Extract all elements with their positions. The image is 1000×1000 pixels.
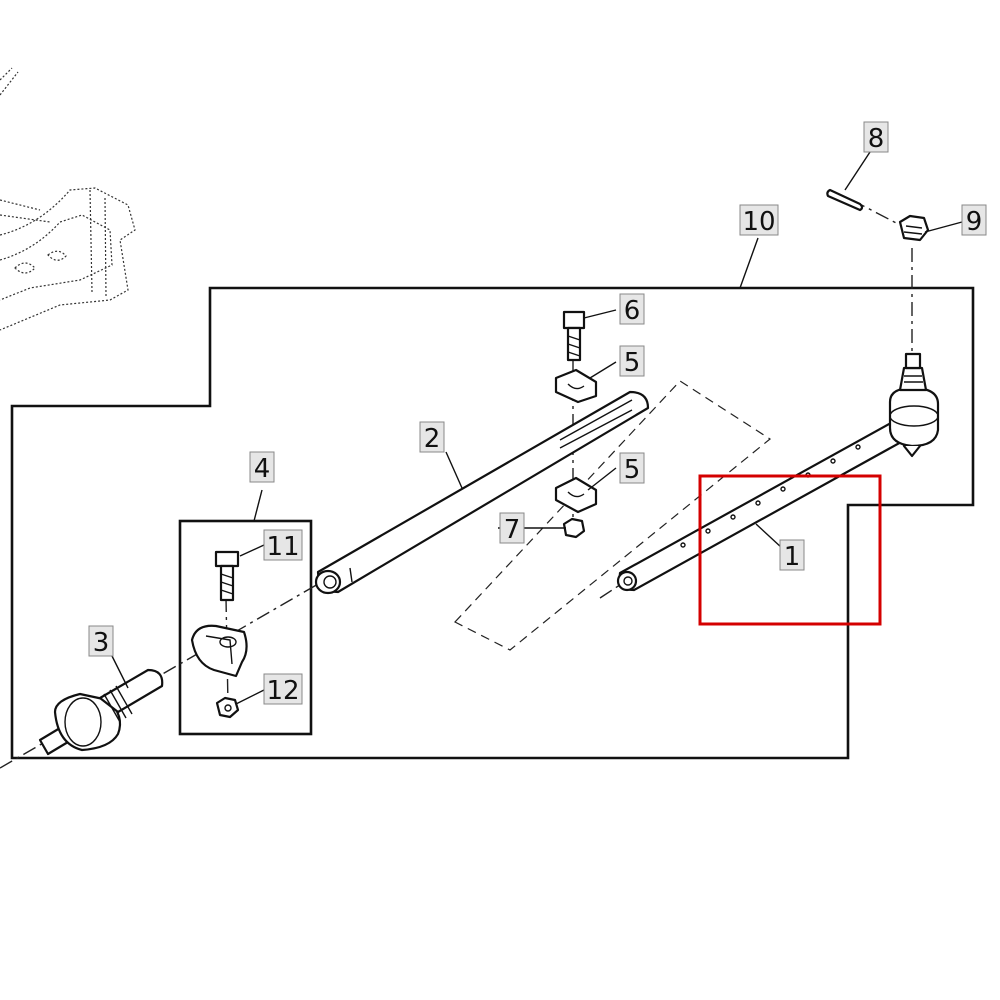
callout-9[interactable]: 9 — [961, 204, 987, 237]
nut-part-7 — [562, 517, 586, 539]
leader-lines — [109, 151, 963, 705]
nut-part-12 — [215, 696, 240, 719]
callout-label-10: 10 — [742, 207, 775, 237]
callout-5-upper[interactable]: 5 — [619, 345, 645, 378]
callout-12[interactable]: 12 — [263, 673, 303, 706]
callout-label-8: 8 — [868, 124, 885, 154]
bolt-part-6 — [562, 310, 586, 362]
callout-10[interactable]: 10 — [739, 204, 779, 237]
callout-11[interactable]: 11 — [263, 529, 303, 562]
castle-nut-part-9 — [898, 214, 930, 242]
callout-label-5-upper: 5 — [624, 348, 641, 378]
callout-5-lower[interactable]: 5 — [619, 452, 645, 485]
callout-1[interactable]: 1 — [779, 539, 805, 572]
callout-3[interactable]: 3 — [88, 625, 114, 658]
clamp-kit-box — [178, 519, 313, 736]
callout-label-7: 7 — [504, 515, 521, 545]
callout-6[interactable]: 6 — [619, 293, 645, 326]
callout-2[interactable]: 2 — [419, 421, 445, 454]
clamp-half-part-5-lower — [554, 476, 598, 514]
ball-joint-end-right — [888, 352, 940, 458]
axis-line-bolt-11 — [225, 597, 229, 706]
bolt-part-11 — [214, 550, 240, 602]
highlight-box — [698, 474, 882, 626]
tube-assembly-dashed-outline — [454, 380, 772, 651]
outer-tube-part-2 — [314, 390, 650, 595]
background-machine-illustration — [0, 67, 136, 331]
callout-label-3: 3 — [93, 628, 110, 658]
tie-rod-end-part-3 — [38, 668, 164, 756]
clamp-part — [190, 624, 248, 678]
callout-label-1: 1 — [784, 542, 801, 572]
callout-label-5-lower: 5 — [624, 455, 641, 485]
callout-label-9: 9 — [966, 207, 983, 237]
callout-label-6: 6 — [624, 296, 641, 326]
callout-8[interactable]: 8 — [863, 121, 889, 154]
assembly-outline-frame — [10, 286, 975, 760]
callout-label-2: 2 — [424, 424, 441, 454]
callout-label-4: 4 — [254, 454, 271, 484]
cotter-pin-part-8 — [826, 188, 864, 212]
callout-label-11: 11 — [266, 532, 299, 562]
callout-label-12: 12 — [266, 676, 299, 706]
callout-7[interactable]: 7 — [499, 512, 525, 545]
callout-4[interactable]: 4 — [249, 451, 275, 484]
clamp-half-part-5-upper — [554, 368, 598, 404]
